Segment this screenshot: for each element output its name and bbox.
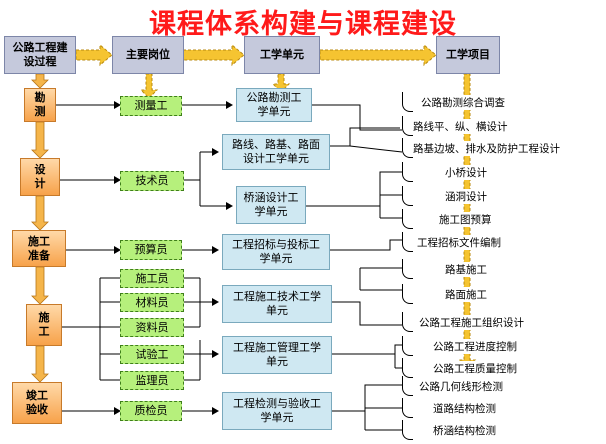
project-item: 公路工程质量控制 [402, 358, 602, 378]
unit-bidding: 工程招标与投标工学单元 [222, 234, 330, 270]
post-label: 试验工 [135, 347, 169, 361]
project-label: 施工图预算 [438, 212, 493, 227]
post-label: 材料员 [135, 295, 169, 309]
project-label: 路基边坡、排水及防护工程设计 [412, 141, 561, 156]
stage-label: 施工 [38, 311, 50, 338]
post-tester: 试验工 [120, 345, 184, 364]
post-material: 材料员 [120, 293, 184, 312]
post-label: 监理员 [135, 373, 169, 387]
stage-prep: 施工准备 [12, 230, 66, 267]
stage-label: 竣工验收 [26, 389, 48, 416]
unit-label: 公路勘测工学单元 [246, 91, 302, 118]
post-label: 资料员 [135, 320, 169, 334]
header-projects: 工学项目 [436, 36, 500, 74]
unit-construction-mgmt: 工程施工管理工学单元 [222, 336, 332, 374]
project-item: 公路工程施工组织设计 [402, 312, 602, 332]
post-label: 质检员 [134, 404, 168, 418]
project-label: 桥涵结构检测 [432, 423, 497, 438]
project-item: 公路勘测综合调查 [402, 92, 602, 112]
project-label: 公路工程施工组织设计 [418, 315, 525, 330]
post-builder: 施工员 [120, 269, 184, 288]
post-label: 施工员 [135, 271, 169, 285]
project-label: 公路工程质量控制 [432, 361, 518, 376]
stage-label: 施工准备 [28, 234, 50, 262]
unit-survey: 公路勘测工学单元 [236, 88, 312, 122]
project-item: 施工图预算 [402, 209, 602, 229]
project-item: 路基边坡、排水及防护工程设计 [402, 138, 602, 158]
project-item: 涵洞设计 [402, 186, 602, 206]
stage-label: 设计 [34, 163, 46, 190]
header-flow-arrows [75, 43, 437, 67]
project-item: 桥涵结构检测 [402, 420, 602, 440]
post-technician: 技术员 [120, 171, 184, 191]
post-supervisor: 监理员 [120, 371, 184, 390]
stage-survey: 勘测 [24, 88, 56, 122]
stage-construction: 施工 [26, 304, 62, 346]
header-process-label: 公路工程建设过程 [12, 41, 68, 68]
project-label: 公路工程进度控制 [432, 339, 518, 354]
header-units: 工学单元 [244, 36, 320, 74]
header-projects-label: 工学项目 [446, 48, 490, 62]
header-arrow-3 [319, 43, 437, 67]
stage-acceptance: 竣工验收 [12, 382, 62, 424]
header-process: 公路工程建设过程 [4, 36, 76, 74]
post-label: 技术员 [135, 174, 169, 188]
unit-label: 工程施工管理工学单元 [233, 341, 321, 368]
header-arrow-2 [182, 43, 245, 67]
stage-flow-arrows [31, 73, 49, 383]
header-posts-label: 主要岗位 [126, 48, 170, 62]
project-item: 公路工程进度控制 [402, 336, 602, 356]
project-label: 路线平、纵、横设计 [412, 119, 509, 134]
project-label: 公路几何线形检测 [418, 379, 504, 394]
stage-label: 勘测 [34, 91, 46, 118]
down-arrow-posts [139, 73, 159, 99]
post-inspector: 质检员 [120, 401, 182, 421]
header-posts: 主要岗位 [112, 36, 184, 74]
post-label: 预算员 [134, 243, 168, 257]
unit-label: 工程施工技术工学单元 [233, 290, 321, 317]
connector-lines [56, 101, 403, 431]
project-label: 小桥设计 [444, 165, 488, 180]
project-item: 路基施工 [402, 259, 602, 279]
project-label: 涵洞设计 [444, 189, 488, 204]
post-label: 测量工 [134, 99, 168, 113]
unit-bridge-design: 桥涵设计工学单元 [236, 186, 306, 224]
unit-label: 工程招标与投标工学单元 [232, 238, 320, 265]
post-budget: 预算员 [120, 240, 182, 260]
project-label: 道路结构检测 [432, 401, 497, 416]
unit-label: 路线、路基、路面设计工学单元 [232, 138, 320, 165]
unit-label: 桥涵设计工学单元 [243, 191, 299, 218]
unit-inspection: 工程检测与验收工学单元 [222, 392, 332, 430]
project-item: 公路几何线形检测 [402, 376, 602, 396]
unit-label: 工程检测与验收工学单元 [233, 397, 321, 424]
project-label: 公路勘测综合调查 [420, 95, 506, 110]
unit-route-design: 路线、路基、路面设计工学单元 [222, 134, 330, 170]
project-item: 小桥设计 [402, 162, 602, 182]
unit-construction-tech: 工程施工技术工学单元 [222, 285, 332, 323]
project-label: 工程招标文件编制 [416, 235, 502, 250]
project-item: 工程招标文件编制 [402, 232, 602, 252]
project-label: 路面施工 [444, 287, 488, 302]
project-item: 路线平、纵、横设计 [402, 116, 602, 136]
stage-design: 设计 [20, 158, 60, 196]
header-arrow-1 [75, 43, 113, 67]
project-item: 道路结构检测 [402, 398, 602, 418]
post-document: 资料员 [120, 318, 184, 337]
post-surveyor: 测量工 [120, 96, 182, 116]
diagram-title: 课程体系构建与课程建设 [149, 9, 457, 40]
project-item: 路面施工 [402, 284, 602, 304]
header-units-label: 工学单元 [260, 48, 304, 62]
project-label: 路基施工 [444, 262, 488, 277]
